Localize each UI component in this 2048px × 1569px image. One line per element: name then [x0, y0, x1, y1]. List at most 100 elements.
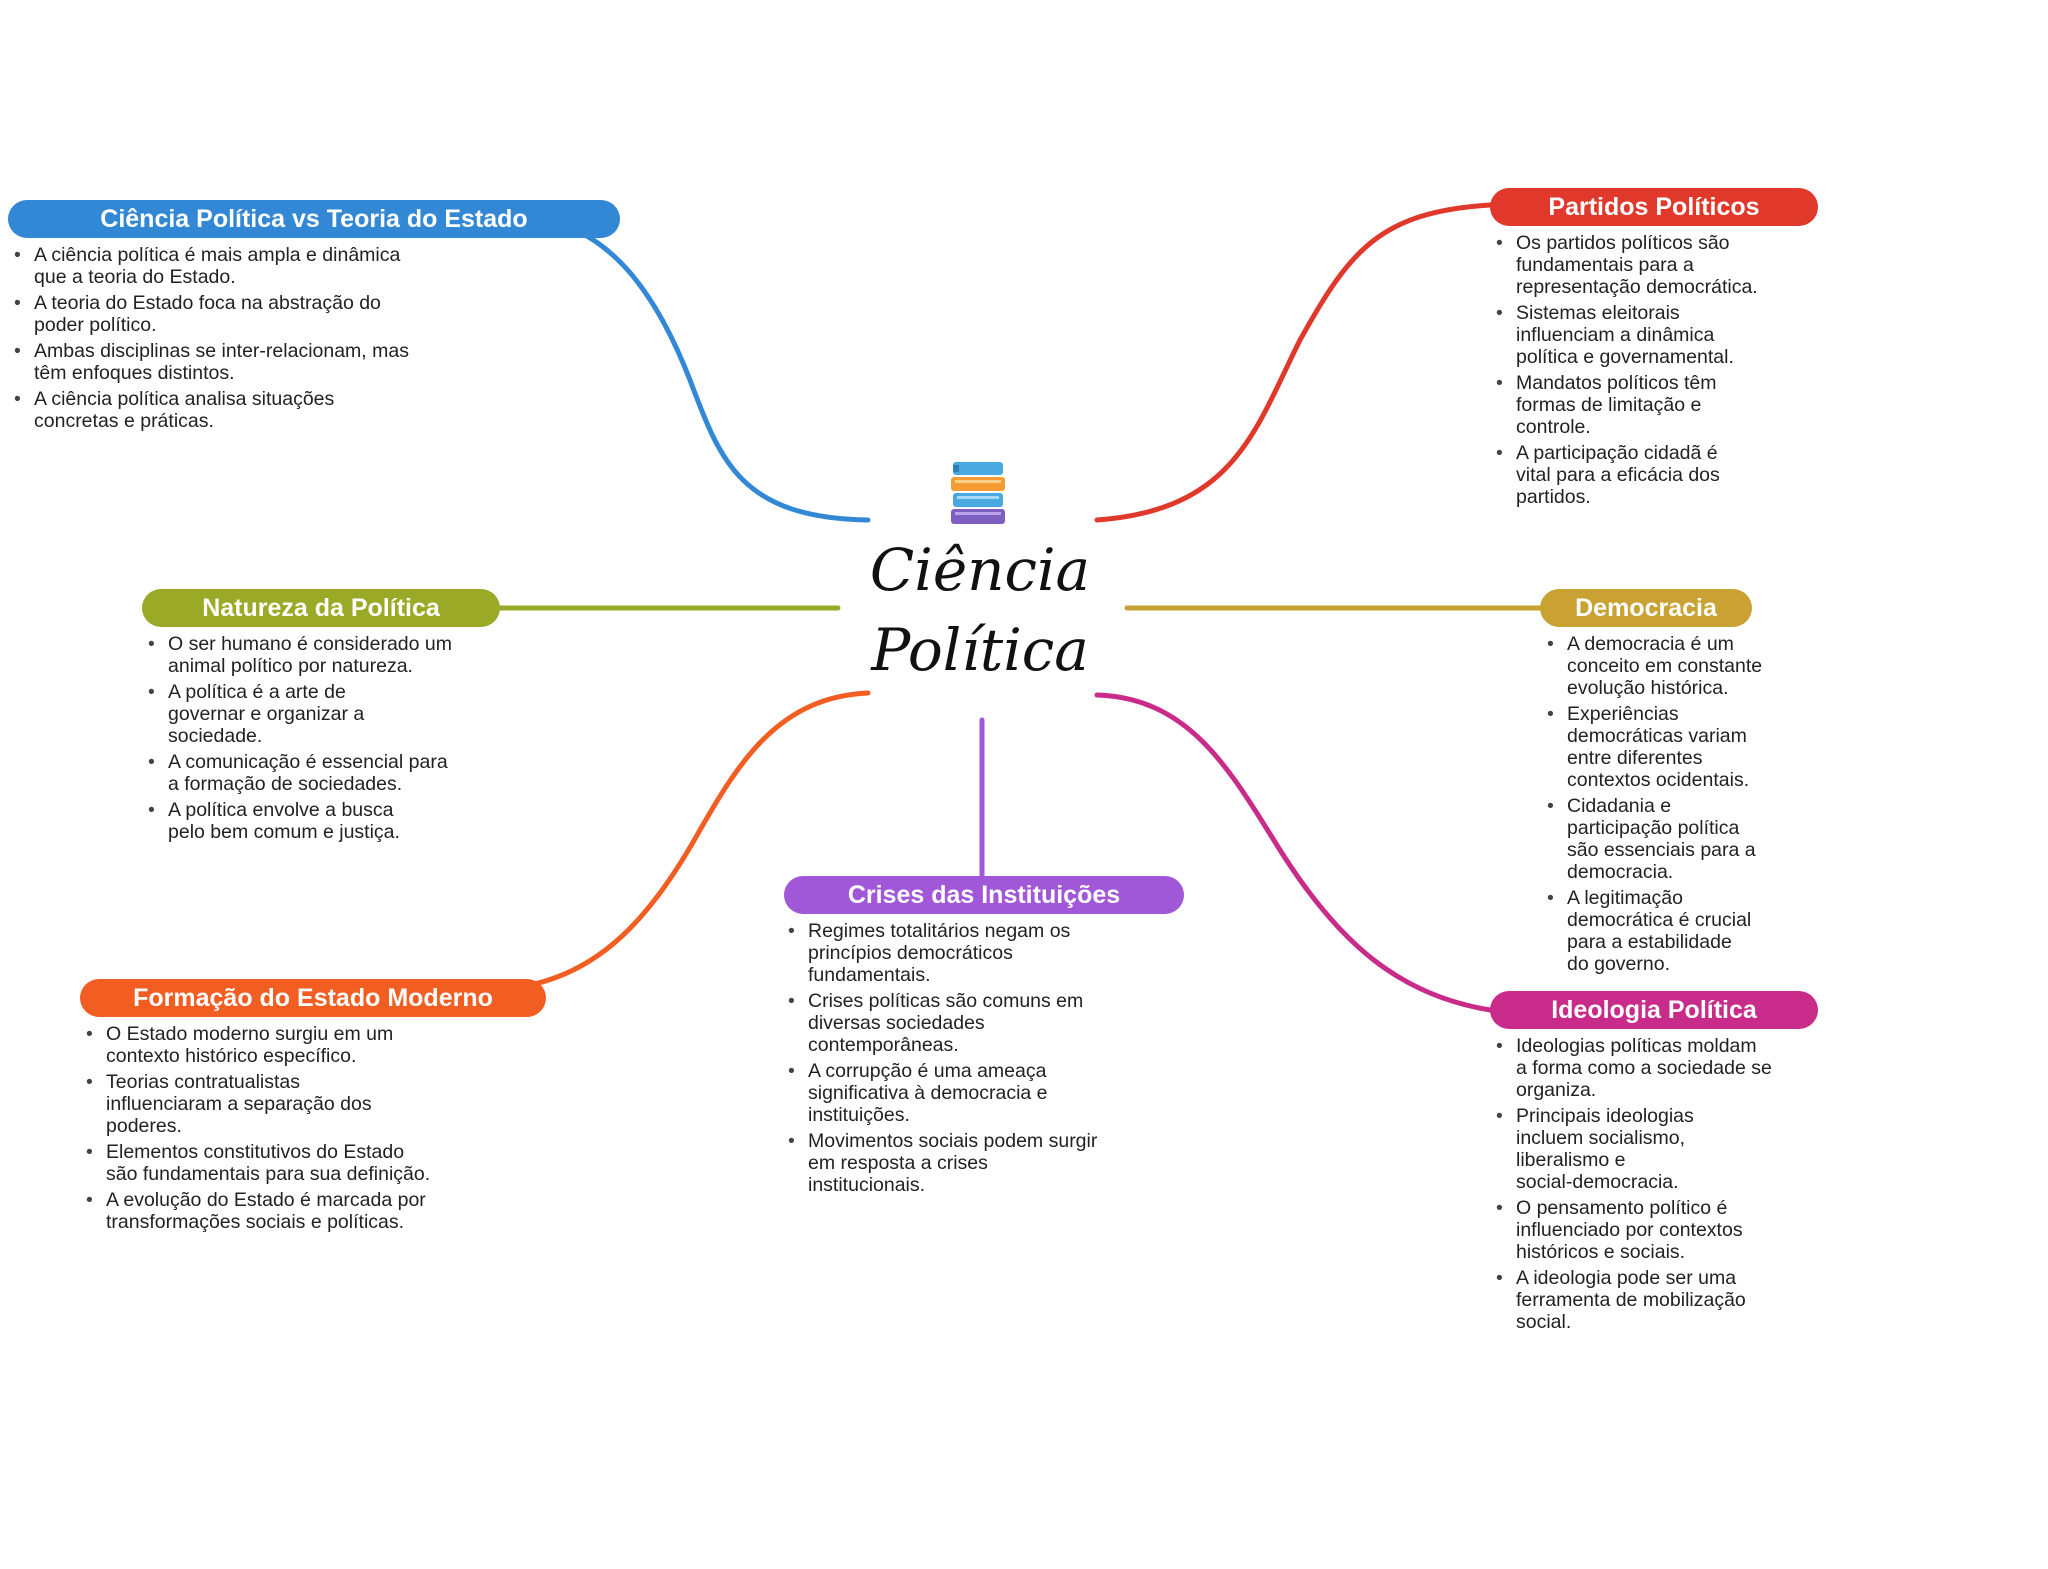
bullet-line: em resposta a crises: [808, 1152, 988, 1174]
topic-formacao-title[interactable]: Formação do Estado Moderno: [80, 979, 546, 1017]
bullet-line: pelo bem comum e justiça.: [168, 821, 400, 843]
bullet-line: Ambas disciplinas se inter-relacionam, m…: [34, 340, 409, 362]
bullet-line: Mandatos políticos têm: [1516, 372, 1717, 394]
bullet-line: transformações sociais e políticas.: [106, 1211, 405, 1233]
topic-natureza-title[interactable]: Natureza da Política: [142, 589, 500, 627]
central-topic[interactable]: Ciência Política: [860, 460, 1100, 690]
topic-crises-title[interactable]: Crises das Instituições: [784, 876, 1184, 914]
bullet-line: formas de limitação e: [1516, 394, 1702, 416]
bullet-line: política e governamental.: [1516, 346, 1734, 368]
bullet-line: A política é a arte de: [168, 681, 346, 703]
bullet-line: Crises políticas são comuns em: [808, 990, 1084, 1012]
bullet-line: Experiências: [1567, 703, 1679, 725]
connector-ideologia: [1094, 692, 1493, 1013]
bullet-line: A comunicação é essencial para: [168, 751, 448, 773]
topic-partidos-title[interactable]: Partidos Políticos: [1490, 188, 1818, 226]
bullet-line: democrática é crucial: [1567, 909, 1752, 931]
bullet-line: representação democrática.: [1516, 276, 1758, 298]
bullet-line: contexto histórico específico.: [106, 1045, 357, 1067]
bullet-line: animal político por natureza.: [168, 655, 413, 677]
bullet-line: contextos ocidentais.: [1567, 769, 1750, 791]
bullet-line: Os partidos políticos são: [1516, 232, 1730, 254]
bullet-line: O pensamento político é: [1516, 1197, 1728, 1219]
bullet-line: liberalismo e: [1516, 1149, 1626, 1171]
bullet-line: governar e organizar a: [168, 703, 365, 725]
bullet-line: Sistemas eleitorais: [1516, 302, 1680, 324]
connector-cp-vs-te: [537, 215, 871, 523]
bullet-line: princípios democráticos: [808, 942, 1013, 964]
bullet-line: A democracia é um: [1567, 633, 1734, 655]
bullet-line: participação política: [1567, 817, 1740, 839]
topic-cp-vs-te-title[interactable]: Ciência Política vs Teoria do Estado: [8, 200, 620, 238]
bullet-line: ferramenta de mobilização: [1516, 1289, 1746, 1311]
bullet-item: Regimes totalitários negam osprincípios …: [786, 920, 1186, 986]
bullet-line: institucionais.: [808, 1174, 926, 1196]
bullet-line: Principais ideologias: [1516, 1105, 1694, 1127]
bullet-line: democráticas variam: [1567, 725, 1747, 747]
bullet-line: são fundamentais para sua definição.: [106, 1163, 431, 1185]
topic-crises-bullets: Regimes totalitários negam osprincípios …: [786, 920, 1186, 1200]
topic-democracia-title[interactable]: Democracia: [1540, 589, 1752, 627]
bullet-item: A evolução do Estado é marcada portransf…: [84, 1189, 554, 1233]
bullet-line: influenciam a dinâmica: [1516, 324, 1715, 346]
bullet-line: que a teoria do Estado.: [34, 266, 236, 288]
central-title-line-2: Política: [871, 616, 1089, 684]
bullet-line: controle.: [1516, 416, 1591, 438]
bullet-line: influenciaram a separação dos: [106, 1093, 372, 1115]
bullet-line: Cidadania e: [1567, 795, 1672, 817]
bullet-line: A política envolve a busca: [168, 799, 394, 821]
topic-cp-vs-te-bullets: A ciência política é mais ampla e dinâmi…: [12, 244, 492, 436]
bullet-line: têm enfoques distintos.: [34, 362, 235, 384]
bullet-line: significativa à democracia e: [808, 1082, 1048, 1104]
bullet-line: democracia.: [1567, 861, 1674, 883]
bullet-line: sociedade.: [168, 725, 263, 747]
bullet-item: A teoria do Estado foca na abstração dop…: [12, 292, 492, 336]
central-title: Ciência Política: [860, 530, 1100, 690]
bullet-line: social.: [1516, 1311, 1572, 1333]
bullet-line: conceito em constante: [1567, 655, 1763, 677]
bullet-line: Teorias contratualistas: [106, 1071, 301, 1093]
bullet-line: vital para a eficácia dos: [1516, 464, 1720, 486]
bullet-line: A evolução do Estado é marcada por: [106, 1189, 426, 1211]
bullet-line: poderes.: [106, 1115, 182, 1137]
bullet-line: Regimes totalitários negam os: [808, 920, 1071, 942]
bullet-line: A participação cidadã é: [1516, 442, 1718, 464]
bullet-line: são essenciais para a: [1567, 839, 1756, 861]
bullet-line: fundamentais para a: [1516, 254, 1694, 276]
bullet-line: instituições.: [808, 1104, 910, 1126]
topic-ideologia-title[interactable]: Ideologia Política: [1490, 991, 1818, 1029]
central-title-line-1: Ciência: [869, 536, 1091, 604]
bullet-line: partidos.: [1516, 486, 1591, 508]
bullet-line: Elementos constitutivos do Estado: [106, 1141, 405, 1163]
bullet-line: O ser humano é considerado um: [168, 633, 452, 655]
bullet-line: A ideologia pode ser uma: [1516, 1267, 1737, 1289]
bullet-line: para a estabilidade: [1567, 931, 1732, 953]
bullet-line: A ciência política é mais ampla e dinâmi…: [34, 244, 401, 266]
bullet-line: organiza.: [1516, 1079, 1597, 1101]
connector-partidos: [1094, 202, 1493, 523]
